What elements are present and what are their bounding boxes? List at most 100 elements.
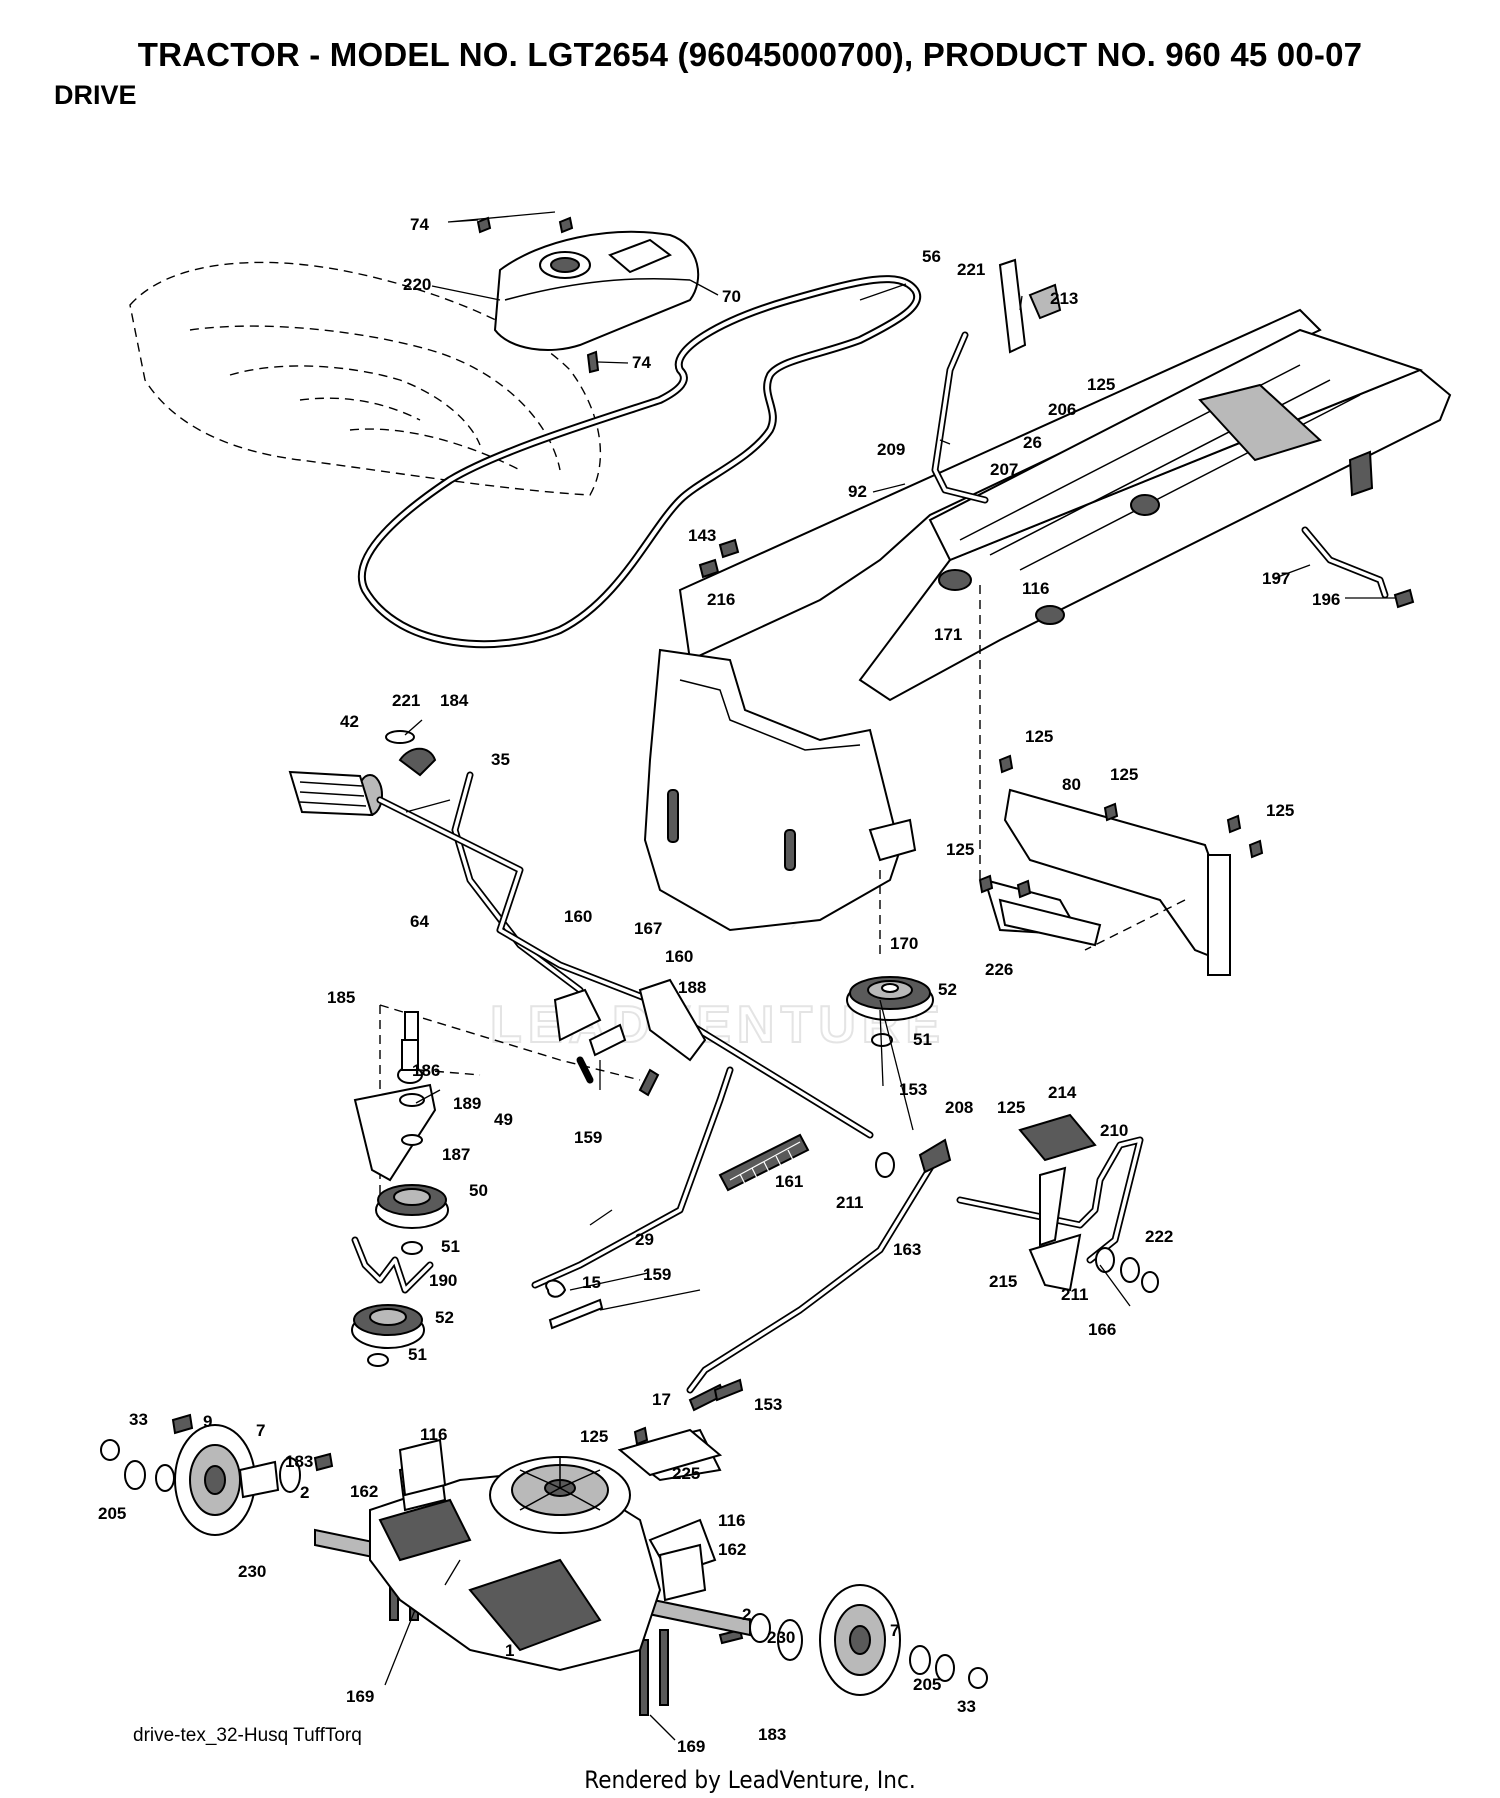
- callout-183: 183: [285, 1452, 313, 1471]
- callout-52: 52: [938, 980, 957, 999]
- bracket-225: [617, 1428, 723, 1477]
- callout-162: 162: [350, 1482, 378, 1501]
- callout-206: 206: [1048, 400, 1076, 419]
- callout-92: 92: [848, 482, 867, 501]
- callout-171: 171: [934, 625, 962, 644]
- steering-parts: [288, 730, 584, 994]
- callout-153: 153: [899, 1080, 927, 1099]
- callout-26: 26: [1023, 433, 1042, 452]
- idler-pulley-52-right: [846, 976, 934, 1047]
- callout-205: 205: [913, 1675, 941, 1694]
- callout-51: 51: [408, 1345, 427, 1364]
- callout-170: 170: [890, 934, 918, 953]
- callout-169: 169: [346, 1687, 374, 1706]
- callout-125: 125: [997, 1098, 1025, 1117]
- callout-80: 80: [1062, 775, 1081, 794]
- leader-lines: [384, 211, 1395, 1741]
- callout-7: 7: [256, 1421, 265, 1440]
- callout-185: 185: [327, 988, 355, 1007]
- callout-190: 190: [429, 1271, 457, 1290]
- callout-207: 207: [990, 460, 1018, 479]
- callout-230: 230: [238, 1562, 266, 1581]
- callout-211: 211: [836, 1193, 863, 1212]
- callout-166: 166: [1088, 1320, 1116, 1339]
- callout-15: 15: [582, 1273, 601, 1292]
- callout-51: 51: [441, 1237, 460, 1256]
- drive-belt-56: [357, 275, 921, 649]
- callout-216: 216: [707, 590, 735, 609]
- rod-197: [1301, 526, 1389, 599]
- mount-bracket-80: [983, 788, 1231, 976]
- callout-226: 226: [985, 960, 1013, 979]
- callout-213: 213: [1050, 289, 1078, 308]
- callout-116: 116: [420, 1425, 447, 1444]
- section-title: DRIVE: [54, 80, 137, 110]
- callout-160: 160: [665, 947, 693, 966]
- callout-74: 74: [410, 215, 429, 234]
- callout-209: 209: [877, 440, 905, 459]
- callout-125: 125: [1025, 727, 1053, 746]
- callout-125: 125: [946, 840, 974, 859]
- tractor-frame: [643, 308, 1452, 932]
- callout-214: 214: [1048, 1083, 1077, 1102]
- callout-188: 188: [678, 978, 706, 997]
- callout-159: 159: [643, 1265, 671, 1284]
- callout-183: 183: [758, 1725, 786, 1744]
- wheel-hub-7-left: [100, 1424, 301, 1536]
- callout-42: 42: [340, 712, 359, 731]
- callout-116: 116: [718, 1511, 745, 1530]
- callout-56: 56: [922, 247, 941, 266]
- callout-125: 125: [1087, 375, 1115, 394]
- callout-210: 210: [1100, 1121, 1128, 1140]
- callout-35: 35: [491, 750, 510, 769]
- callout-211: 211: [1061, 1285, 1088, 1304]
- callout-33: 33: [957, 1697, 976, 1716]
- callout-125: 125: [580, 1427, 608, 1446]
- callout-74: 74: [632, 353, 651, 372]
- callout-167: 167: [634, 919, 662, 938]
- callout-125: 125: [1110, 765, 1138, 784]
- callout-220: 220: [403, 275, 431, 294]
- callout-1: 1: [505, 1641, 514, 1660]
- callout-215: 215: [989, 1272, 1017, 1291]
- rendered-by-credit: Rendered by LeadVenture, Inc.: [584, 1766, 916, 1794]
- callout-2: 2: [300, 1483, 309, 1502]
- hood-outline: [129, 261, 602, 496]
- page-title: TRACTOR - MODEL NO. LGT2654 (96045000700…: [137, 36, 1363, 73]
- callout-52: 52: [435, 1308, 454, 1327]
- callout-143: 143: [688, 526, 716, 545]
- callout-49: 49: [494, 1110, 513, 1129]
- callout-197: 197: [1262, 569, 1290, 588]
- callout-225: 225: [672, 1464, 700, 1483]
- callout-163: 163: [893, 1240, 921, 1259]
- callout-189: 189: [453, 1094, 481, 1113]
- callout-186: 186: [412, 1061, 440, 1080]
- callout-205: 205: [98, 1504, 126, 1523]
- callout-9: 9: [203, 1412, 212, 1431]
- mount-162-right: [658, 1543, 707, 1602]
- callout-169: 169: [677, 1737, 705, 1756]
- callout-125: 125: [1266, 801, 1294, 820]
- cross-shaft-64: [376, 796, 874, 1139]
- callout-184: 184: [440, 691, 469, 710]
- mount-162-left: [398, 1438, 447, 1497]
- callout-2: 2: [742, 1605, 751, 1624]
- drawing-code: drive-tex_32-Husq TuffTorq: [133, 1725, 362, 1746]
- callout-50: 50: [469, 1181, 488, 1200]
- callout-7: 7: [890, 1621, 899, 1640]
- callout-160: 160: [564, 907, 592, 926]
- callout-221: 221: [957, 260, 985, 279]
- callout-116: 116: [1022, 579, 1049, 598]
- callout-17: 17: [652, 1390, 671, 1409]
- callout-70: 70: [722, 287, 741, 306]
- callout-161: 161: [775, 1172, 803, 1191]
- callout-33: 33: [129, 1410, 148, 1429]
- rod-29: [531, 1066, 734, 1289]
- callout-29: 29: [635, 1230, 654, 1249]
- callout-196: 196: [1312, 590, 1340, 609]
- callout-64: 64: [410, 912, 429, 931]
- pedestal-cover-70: [493, 230, 700, 351]
- callout-187: 187: [442, 1145, 470, 1164]
